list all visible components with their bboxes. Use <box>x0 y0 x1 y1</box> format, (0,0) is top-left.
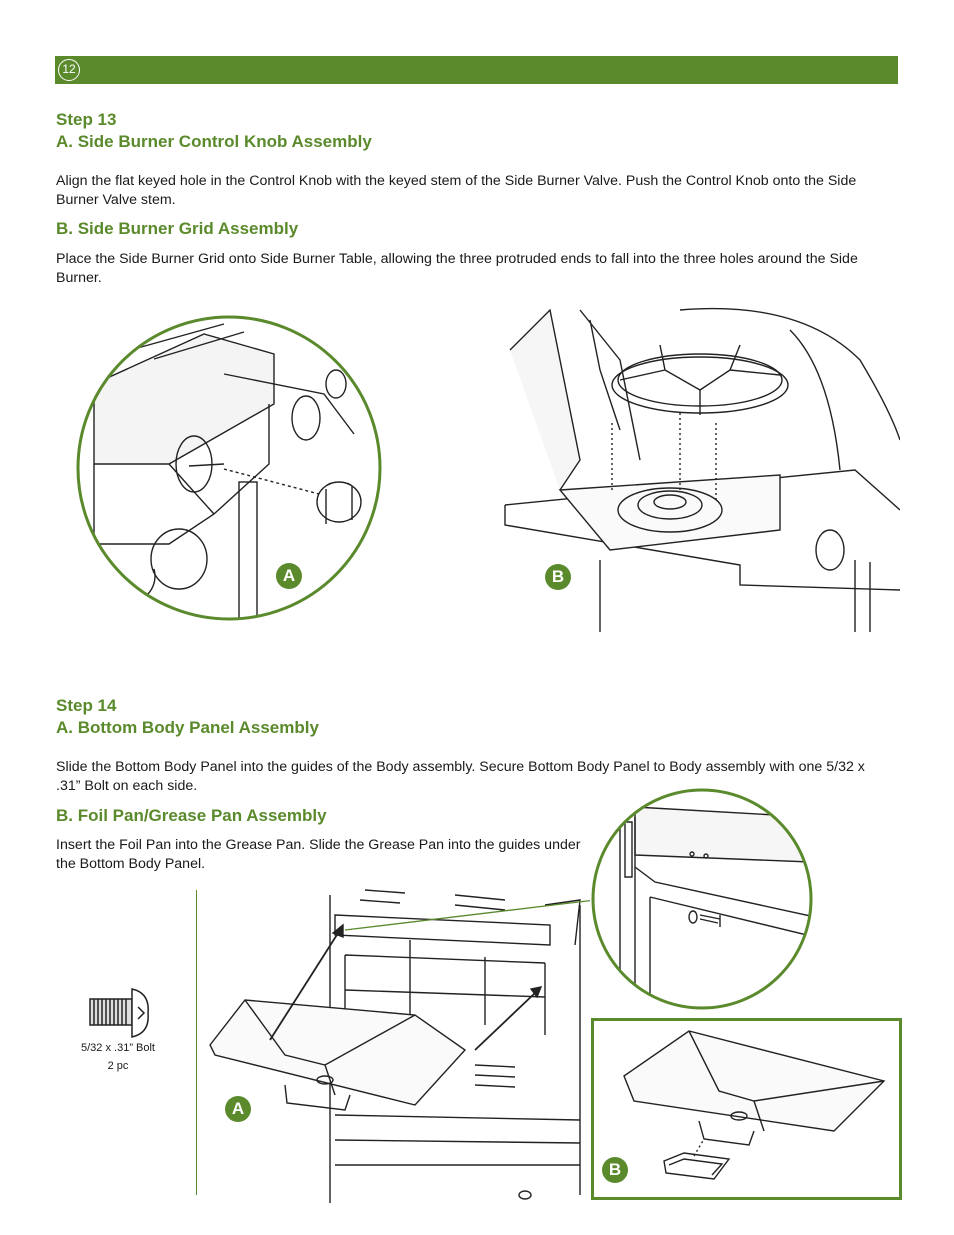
callout-a-step14: A <box>225 1096 251 1122</box>
bolt-quantity-label: 2 pc <box>107 1060 129 1072</box>
bolt-icon <box>86 985 152 1041</box>
step13-title: Step 13 <box>56 110 117 129</box>
callout-a-step13: A <box>276 563 302 589</box>
step13-a-heading: A. Side Burner Control Knob Assembly <box>56 132 372 151</box>
divider-line <box>196 890 197 1195</box>
page-header-bar: 12 <box>55 56 898 84</box>
step14-a-text: Slide the Bottom Body Panel into the gui… <box>56 759 865 794</box>
step14-b-text: Insert the Foil Pan into the Grease Pan.… <box>56 837 581 872</box>
callout-b-step14: B <box>602 1157 628 1183</box>
figure-bottom-panel-assembly <box>205 885 590 1203</box>
step14-title: Step 14 <box>56 696 117 715</box>
step13-b-heading: B. Side Burner Grid Assembly <box>56 219 299 238</box>
bolt-size-label: 5/32 x .31” Bolt <box>81 1042 155 1054</box>
step13-a-text: Align the flat keyed hole in the Control… <box>56 173 857 208</box>
page-number: 12 <box>58 59 80 81</box>
figure-bolt-detail <box>590 787 815 1012</box>
figure-side-burner-grid <box>500 300 900 632</box>
step14-a-heading: A. Bottom Body Panel Assembly <box>56 718 319 737</box>
figure-foil-pan-assembly <box>591 1018 902 1200</box>
step14-b-heading: B. Foil Pan/Grease Pan Assembly <box>56 806 327 825</box>
step13-b-text: Place the Side Burner Grid onto Side Bur… <box>56 251 858 286</box>
callout-b-step13: B <box>545 564 571 590</box>
figure-side-burner-knob <box>74 314 386 626</box>
